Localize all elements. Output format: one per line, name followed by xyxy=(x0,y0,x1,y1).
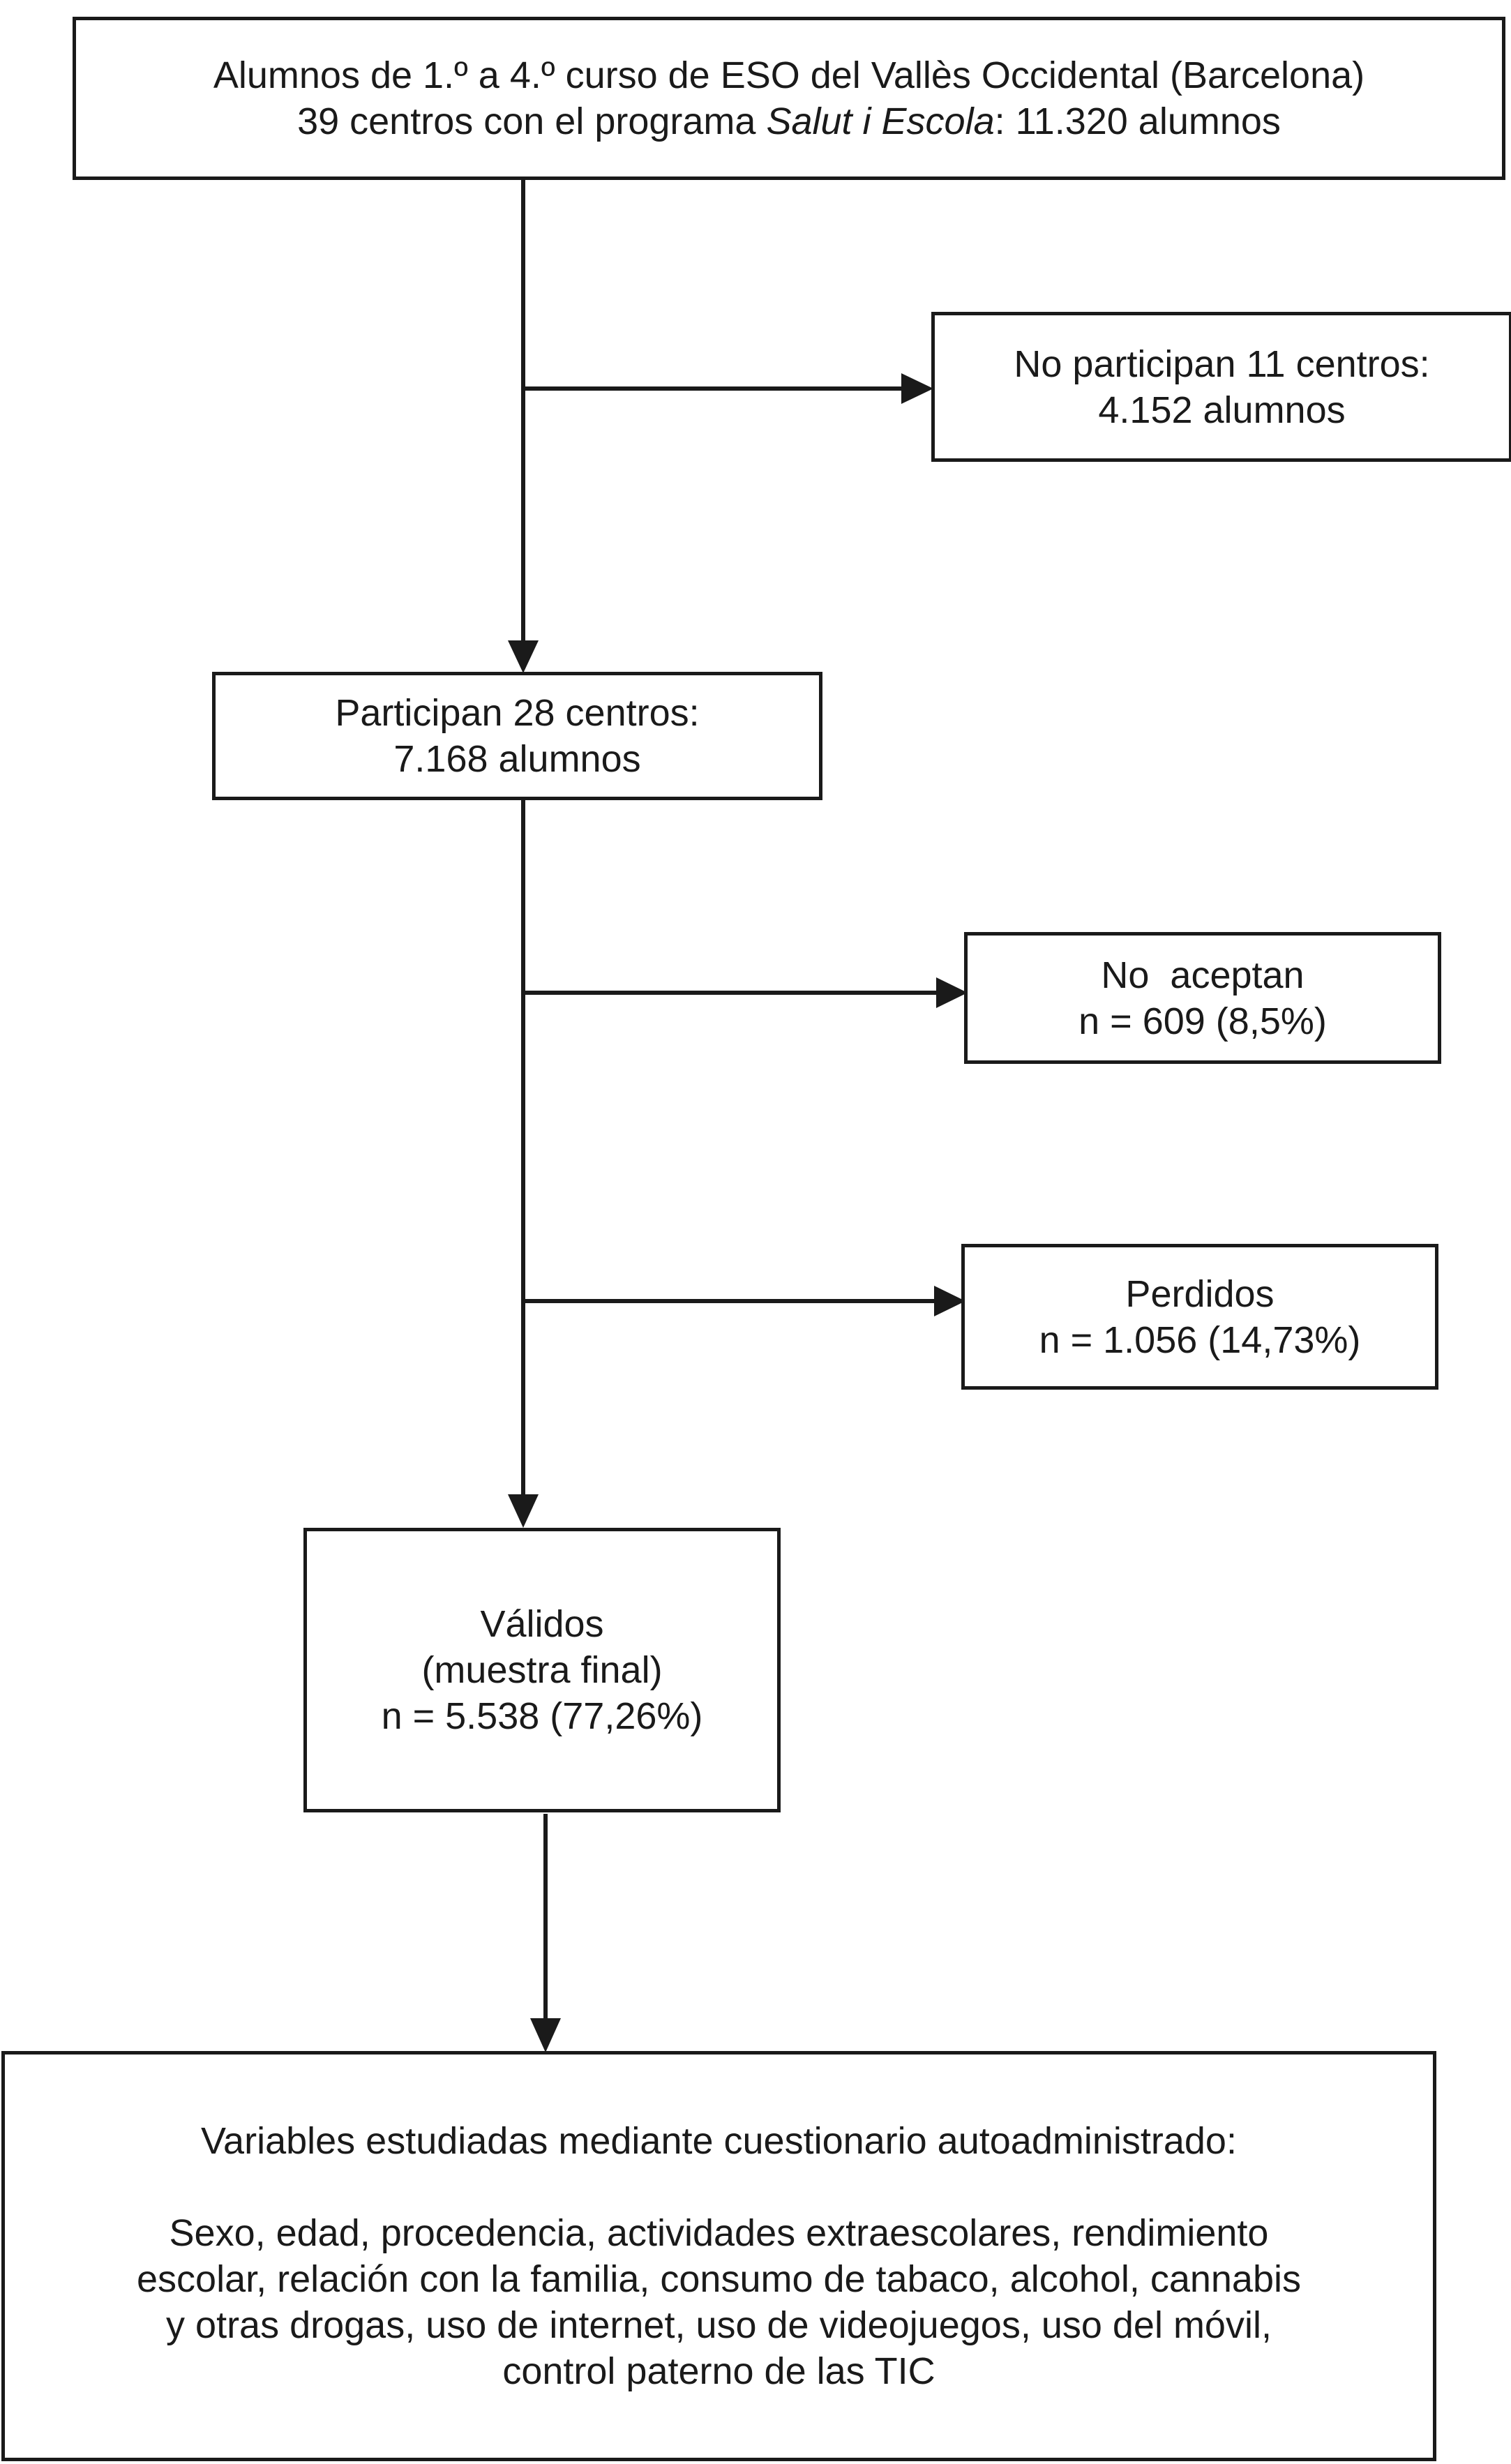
population-line2-prefix: 39 centros con el programa xyxy=(297,100,767,142)
lost-line1: Perdidos xyxy=(1125,1272,1275,1315)
not-accepting-line2: n = 609 (8,5%) xyxy=(1078,1000,1327,1042)
valid-box: Válidos (muestra final) n = 5.538 (77,26… xyxy=(303,1528,781,1812)
arrowhead-variables xyxy=(530,2018,561,2052)
arrowhead-not-participating xyxy=(901,373,933,404)
variables-body-line4: control paterno de las TIC xyxy=(502,2350,935,2392)
valid-line1: Válidos xyxy=(480,1603,604,1645)
variables-box: Variables estudiadas mediante cuestionar… xyxy=(1,2051,1436,2461)
not-accepting-line1: No aceptan xyxy=(1101,954,1305,996)
variables-body-line3: y otras drogas, uso de internet, uso de … xyxy=(166,2304,1272,2346)
population-line1: Alumnos de 1.º a 4.º curso de ESO del Va… xyxy=(213,54,1365,96)
not-participating-box: No participan 11 centros: 4.152 alumnos xyxy=(931,312,1511,462)
lost-box: Perdidos n = 1.056 (14,73%) xyxy=(961,1244,1438,1390)
not-accepting-box: No aceptan n = 609 (8,5%) xyxy=(964,932,1441,1064)
valid-line3: n = 5.538 (77,26%) xyxy=(381,1695,703,1737)
program-name: Salut i Escola xyxy=(766,100,995,142)
not-participating-line1: No participan 11 centros: xyxy=(1014,343,1430,385)
arrowhead-not-accepting xyxy=(936,977,968,1008)
participating-line1: Participan 28 centros: xyxy=(335,692,700,734)
population-line2: 39 centros con el programa Salut i Escol… xyxy=(297,98,1281,144)
not-participating-line2: 4.152 alumnos xyxy=(1098,389,1346,431)
population-box: Alumnos de 1.º a 4.º curso de ESO del Va… xyxy=(73,17,1505,180)
lost-line2: n = 1.056 (14,73%) xyxy=(1039,1319,1361,1361)
participating-box: Participan 28 centros: 7.168 alumnos xyxy=(212,672,822,800)
population-line2-suffix: : 11.320 alumnos xyxy=(994,100,1281,142)
participating-line2: 7.168 alumnos xyxy=(393,738,641,780)
arrowhead-participating xyxy=(508,640,539,673)
variables-heading: Variables estudiadas mediante cuestionar… xyxy=(201,2120,1237,2162)
variables-body-line2: escolar, relación con la familia, consum… xyxy=(137,2258,1301,2300)
valid-line2: (muestra final) xyxy=(421,1649,663,1691)
variables-body-line1: Sexo, edad, procedencia, actividades ext… xyxy=(169,2212,1269,2254)
arrowhead-lost xyxy=(934,1286,965,1316)
arrowhead-valid xyxy=(508,1494,539,1528)
